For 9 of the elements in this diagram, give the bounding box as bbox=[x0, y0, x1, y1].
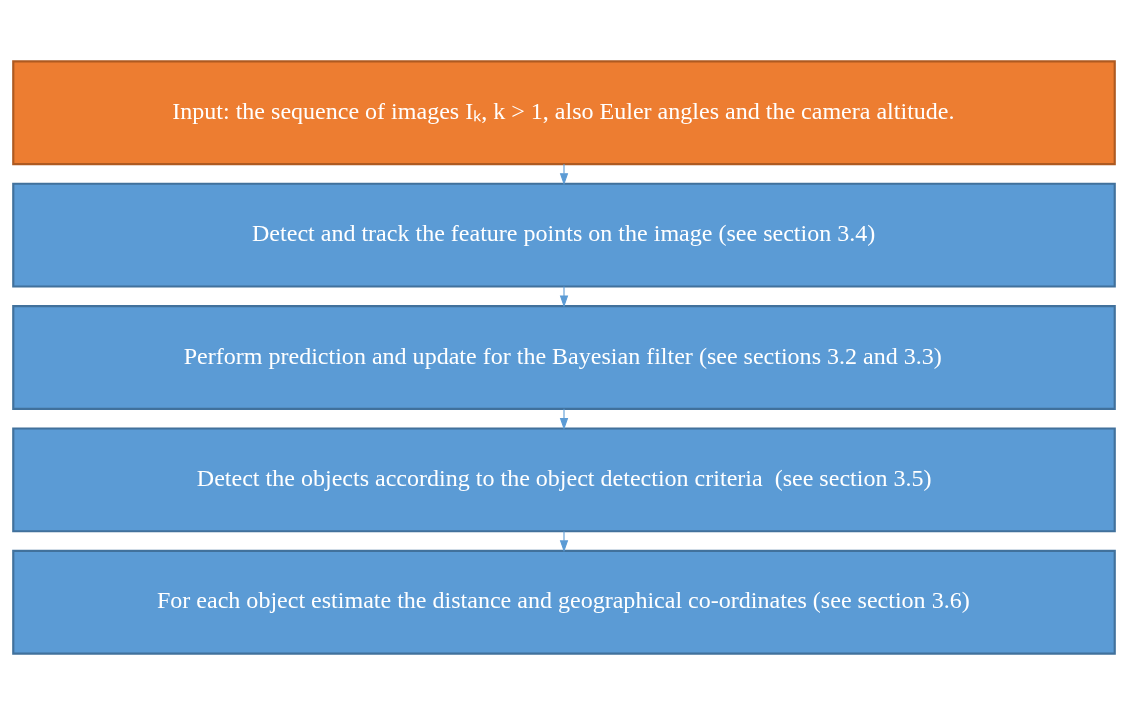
node-box: Detect and track the feature points on the image (see section 3.4) bbox=[12, 182, 1116, 288]
node-box: Detect the objects according to the object detection criteria (see section 3.5) bbox=[12, 427, 1116, 533]
node-box: Perform prediction and update for the Bayesian filter (see sections 3.2 and 3.3) bbox=[12, 305, 1116, 410]
node-box: For each object estimate the distance and geographical co-ordinates (see section 3.6) bbox=[12, 549, 1116, 655]
arrow bbox=[559, 530, 569, 553]
arrow bbox=[559, 285, 569, 308]
arrow bbox=[559, 163, 569, 186]
arrow bbox=[559, 408, 569, 430]
node-box: Input: the sequence of images Iₖ, k > 1, also Euler angles and the camera altitude. bbox=[12, 60, 1116, 166]
